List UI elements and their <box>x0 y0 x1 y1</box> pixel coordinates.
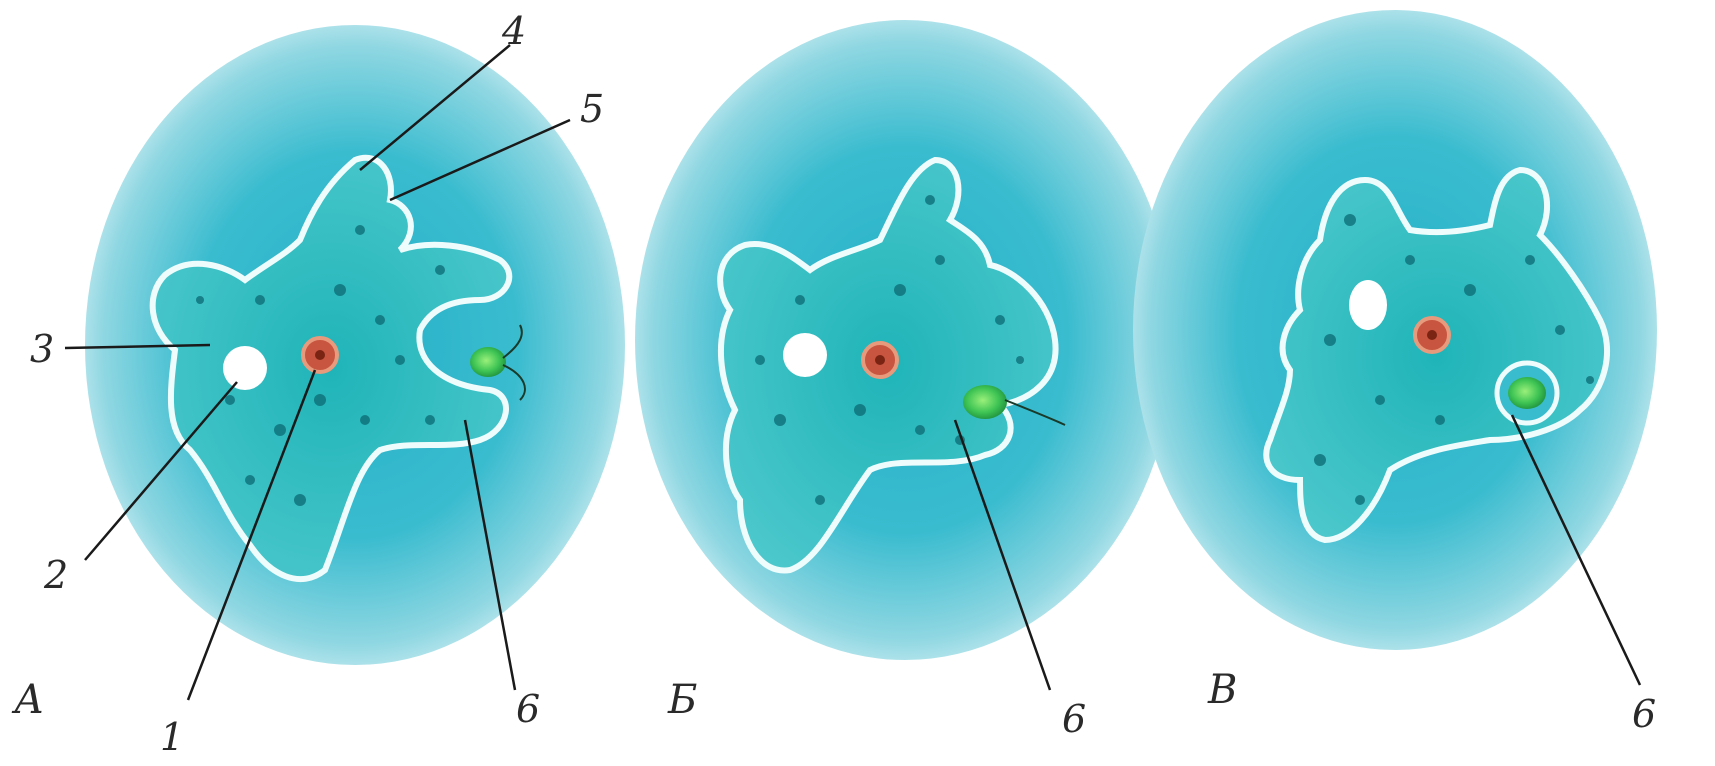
food-particle-c <box>1508 377 1546 409</box>
leader-a4 <box>359 44 511 171</box>
amoeba-cell-c <box>1263 166 1610 544</box>
panel-b <box>635 20 1175 660</box>
contractile-vacuole-b <box>783 333 827 377</box>
panel-label-b: Б <box>668 677 698 723</box>
food-particle-b <box>963 385 1007 419</box>
callout-5: 5 <box>580 87 605 131</box>
leader-a2 <box>84 381 238 561</box>
food-particle-a <box>470 347 506 377</box>
contractile-vacuole-c <box>1349 280 1387 330</box>
leader-a5 <box>389 118 571 202</box>
contractile-vacuole-a <box>223 346 267 390</box>
leader-a1 <box>186 369 317 701</box>
leader-c6 <box>1510 414 1642 686</box>
panel-c <box>1133 10 1657 650</box>
leader-lines <box>64 44 1642 701</box>
callout-1: 1 <box>160 715 185 759</box>
callout-4: 4 <box>502 9 527 53</box>
leader-a3 <box>64 343 211 350</box>
callout-2: 2 <box>44 553 69 597</box>
callout-6-a: 6 <box>516 687 541 731</box>
panel-label-c: В <box>1208 667 1238 713</box>
callout-6-b: 6 <box>1062 697 1087 741</box>
panel-a <box>85 25 625 665</box>
panel-label-a: А <box>14 677 45 723</box>
callout-6-c: 6 <box>1632 692 1657 736</box>
leader-b6 <box>953 419 1052 691</box>
callout-3: 3 <box>30 327 55 371</box>
leader-a6 <box>463 419 517 691</box>
